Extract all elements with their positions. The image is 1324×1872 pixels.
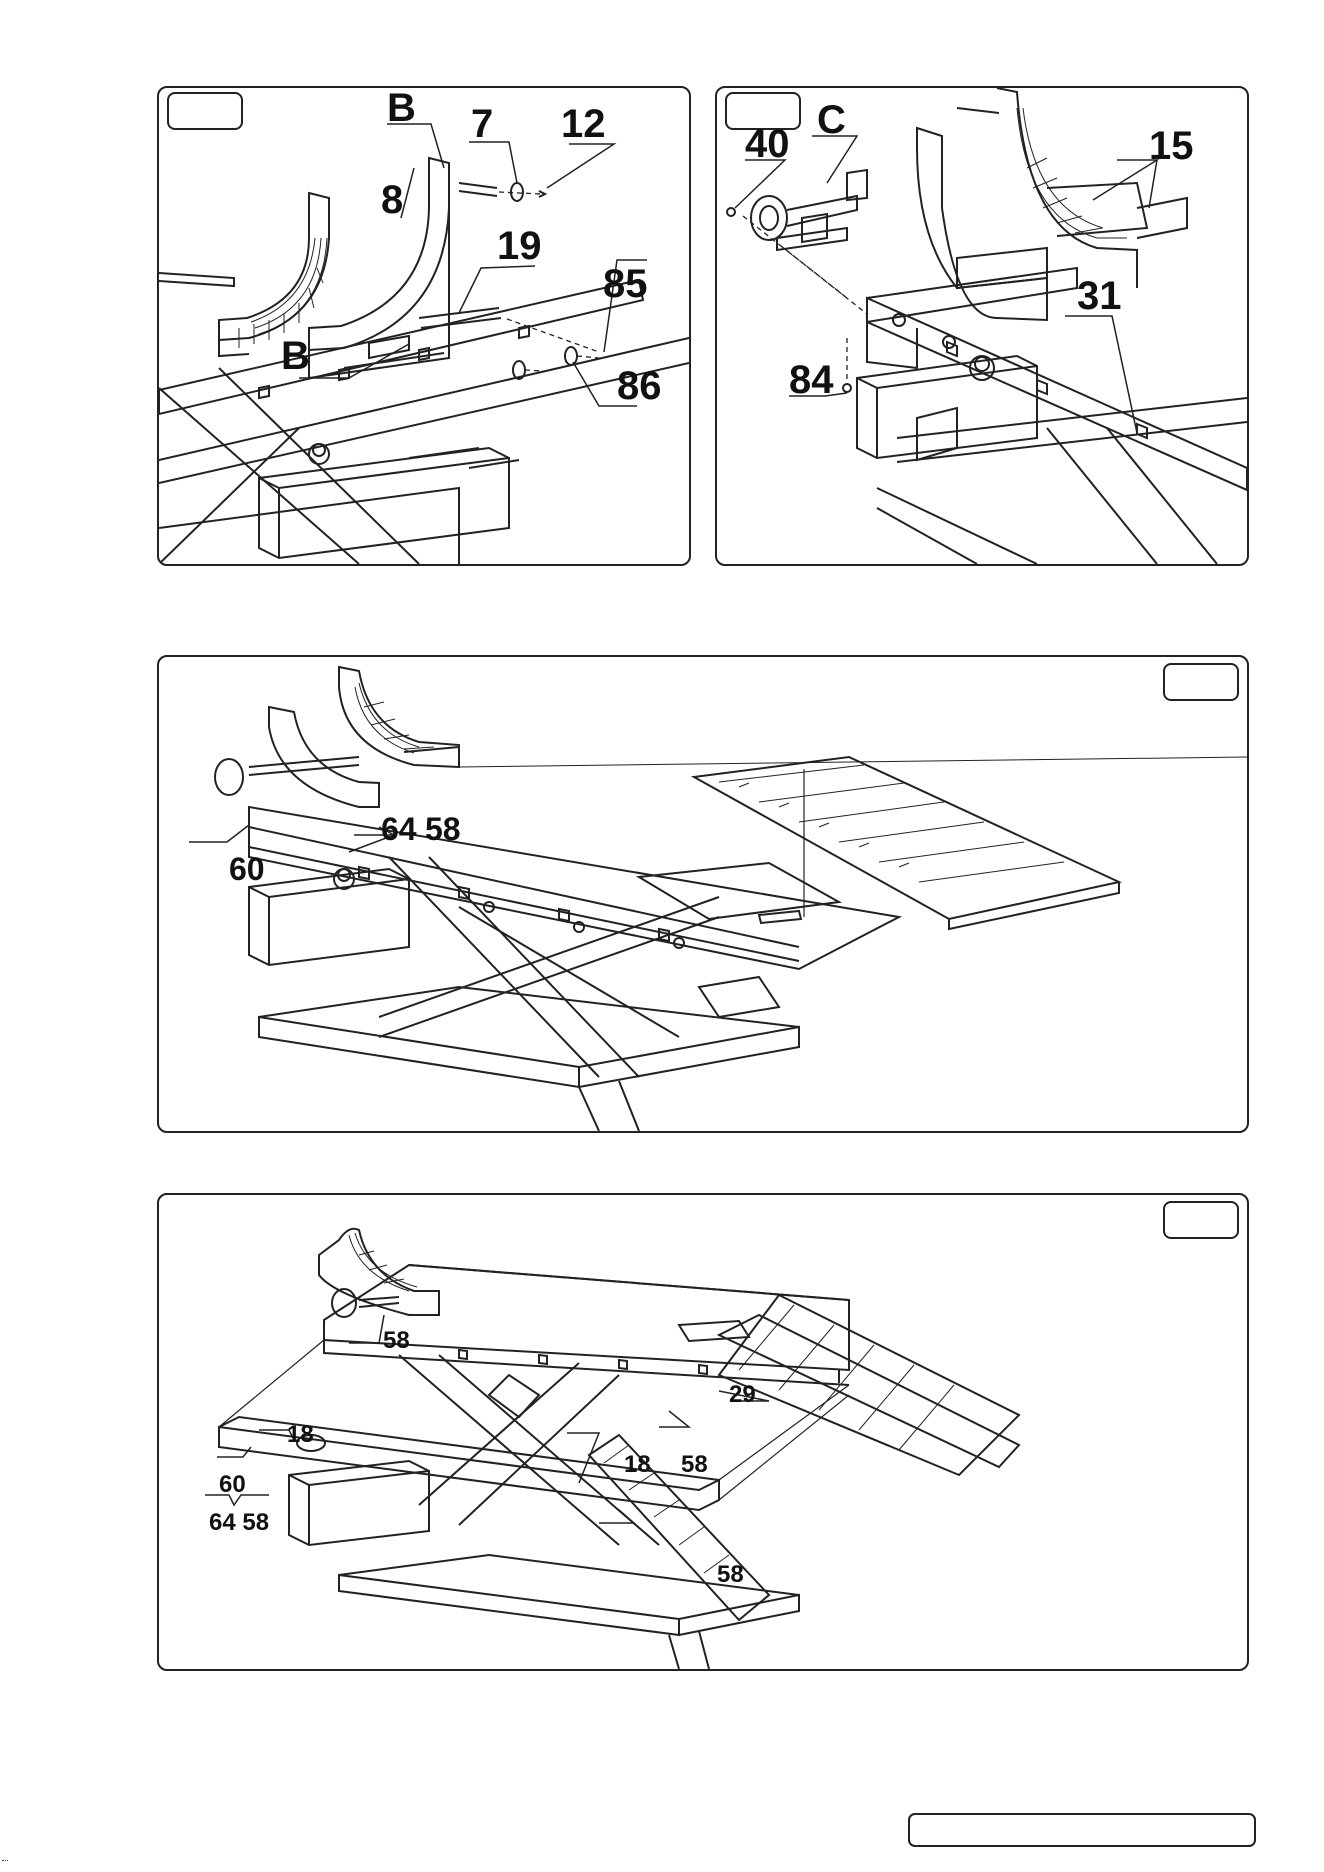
callout-label: 64 — [381, 813, 417, 845]
callout-label: 18 — [287, 1423, 314, 1447]
callout-label: 8 — [381, 180, 403, 220]
callout-label: B — [281, 336, 310, 376]
callout-label: 84 — [789, 360, 834, 400]
corner-mark — [2, 1860, 8, 1865]
figure-panel-4: 18 58 29 18 58 60 64 58 58 — [157, 1193, 1249, 1671]
callout-label: 29 — [729, 1383, 756, 1407]
callout-label: 86 — [617, 366, 662, 406]
figure-panel-2: 40 C 15 84 31 — [715, 86, 1249, 566]
callout-label: 40 — [745, 124, 790, 164]
callout-label: 12 — [561, 104, 606, 144]
callout-label: 18 — [624, 1453, 651, 1477]
callout-label: C — [817, 100, 846, 140]
callout-label: 7 — [471, 104, 493, 144]
footer-box — [908, 1813, 1256, 1847]
callout-label: 31 — [1077, 276, 1122, 316]
callout-label: 58 — [383, 1329, 410, 1353]
callout-label: 58 — [717, 1563, 744, 1587]
callout-label: 15 — [1149, 126, 1194, 166]
callout-label: B — [387, 88, 416, 128]
callout-label: 64 58 — [209, 1511, 269, 1535]
lift-headstock-drawing-1 — [159, 88, 689, 564]
callout-label: 58 — [425, 813, 461, 845]
lift-with-extension-drawing — [159, 1195, 1247, 1669]
callout-label: 58 — [681, 1453, 708, 1477]
lift-with-ramp-drawing — [159, 657, 1247, 1131]
callout-label: 60 — [219, 1473, 246, 1497]
callout-label: 85 — [603, 264, 648, 304]
callout-label: 19 — [497, 226, 542, 266]
figure-panel-3: 64 58 60 — [157, 655, 1249, 1133]
callout-label: 60 — [229, 853, 265, 885]
figure-panel-1: B 7 12 8 19 85 B 86 — [157, 86, 691, 566]
